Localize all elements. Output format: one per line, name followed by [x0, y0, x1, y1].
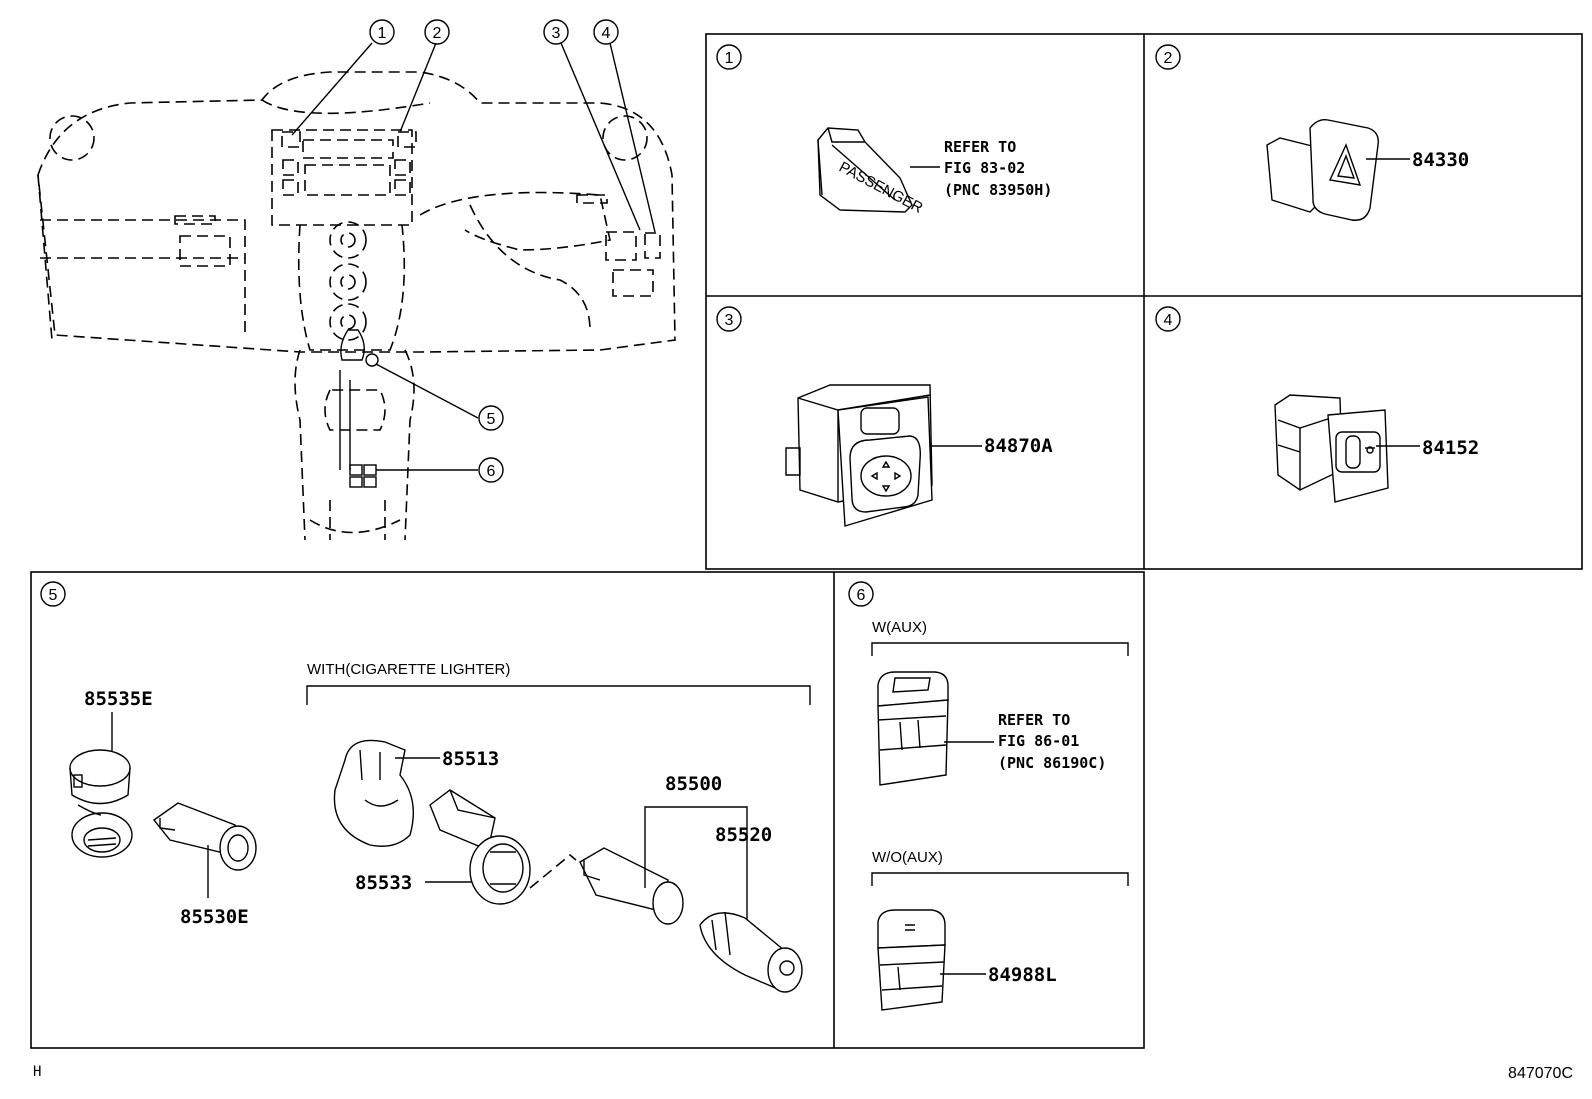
part-85530E-label: 85530E	[180, 906, 249, 928]
panel-2-index: 2	[1164, 50, 1173, 67]
panel-4-part-number: 84152	[1422, 437, 1479, 459]
socket-cap-part	[69, 749, 133, 858]
hazard-switch-part	[1266, 118, 1379, 221]
with-cigarette-lighter-label: WITH(CIGARETTE LIGHTER)	[307, 661, 510, 678]
panel-6-refer-line-2: FIG 86-01	[998, 732, 1079, 750]
callout-2: 2	[424, 19, 450, 45]
blank-switch-part	[877, 909, 946, 1011]
panel-1-refer-line-3: (PNC 83950H)	[944, 181, 1052, 199]
wo-aux-bracket	[871, 872, 1129, 886]
panel-5-index: 5	[49, 587, 58, 604]
wo-aux-label: W/O(AUX)	[872, 849, 943, 866]
mirror-switch-part	[785, 384, 933, 527]
lighter-retainer-part	[333, 739, 415, 847]
dashboard-overview: 1 2 3 4 5 6	[37, 19, 676, 541]
panel-6-refer-line-3: (PNC 86190C)	[998, 754, 1106, 772]
callout-5: 5	[478, 405, 504, 431]
w-aux-bracket	[871, 642, 1129, 656]
panel-3: 3 84870A	[716, 306, 1053, 527]
footer-left-code: H	[33, 1064, 41, 1080]
panel-4-index: 4	[1164, 312, 1173, 329]
power-outlet-socket-part	[152, 802, 257, 871]
panel-3-index: 3	[725, 312, 734, 329]
panel-1-refer-line-1: REFER TO	[944, 138, 1016, 156]
panel-2-part-number: 84330	[1412, 149, 1469, 171]
passenger-airbag-indicator-part: PASSENGER	[817, 127, 926, 217]
panel-6: 6 W(AUX) REFER TO FIG 86-01 (PNC 86190C)…	[848, 581, 1129, 1011]
panel-1-refer-line-2: FIG 83-02	[944, 159, 1025, 177]
callout-4: 4	[593, 19, 619, 45]
figure-id: 847070C	[1508, 1065, 1573, 1082]
callout-3-label: 3	[552, 25, 561, 42]
panel-6-index: 6	[857, 587, 866, 604]
part-85533-label: 85533	[355, 872, 412, 894]
w-aux-label: W(AUX)	[872, 619, 927, 636]
aux-switch-part	[877, 671, 949, 786]
callout-6-label: 6	[487, 463, 496, 480]
part-85520-label: 85520	[715, 824, 772, 846]
panel-1-index: 1	[725, 50, 734, 67]
part-85535E-label: 85535E	[84, 688, 153, 710]
callout-6: 6	[478, 457, 504, 483]
panel-3-part-number: 84870A	[984, 435, 1053, 457]
condition-bracket	[306, 685, 811, 705]
callout-3: 3	[543, 19, 569, 45]
callout-1: 1	[369, 19, 395, 45]
callout-5-label: 5	[487, 411, 496, 428]
callout-1-label: 1	[378, 25, 387, 42]
panel-4: 4 84152	[1155, 306, 1479, 503]
lighter-socket-part	[579, 847, 684, 925]
callout-4-label: 4	[602, 25, 611, 42]
part-85500-label: 85500	[665, 773, 722, 795]
lighter-connector-part	[429, 789, 496, 851]
part-85513-label: 85513	[442, 748, 499, 770]
panel-1: 1 PASSENGER REFER TO FIG 83-02 (PNC 8395…	[716, 44, 1052, 217]
panel-5: 5 WITH(CIGARETTE LIGHTER) 85535E 85530E	[40, 581, 811, 993]
panel-frame-bottom	[30, 571, 1145, 1049]
callout-2-label: 2	[433, 25, 442, 42]
lighter-ring-part	[469, 835, 531, 905]
panel-2: 2 84330	[1155, 44, 1469, 221]
light-control-switch-part	[1274, 394, 1389, 503]
panel-6-part-number: 84988L	[988, 964, 1057, 986]
panel-6-refer-line-1: REFER TO	[998, 711, 1070, 729]
panel-grid	[30, 33, 1583, 1049]
cigarette-lighter-plug-part	[699, 911, 803, 993]
